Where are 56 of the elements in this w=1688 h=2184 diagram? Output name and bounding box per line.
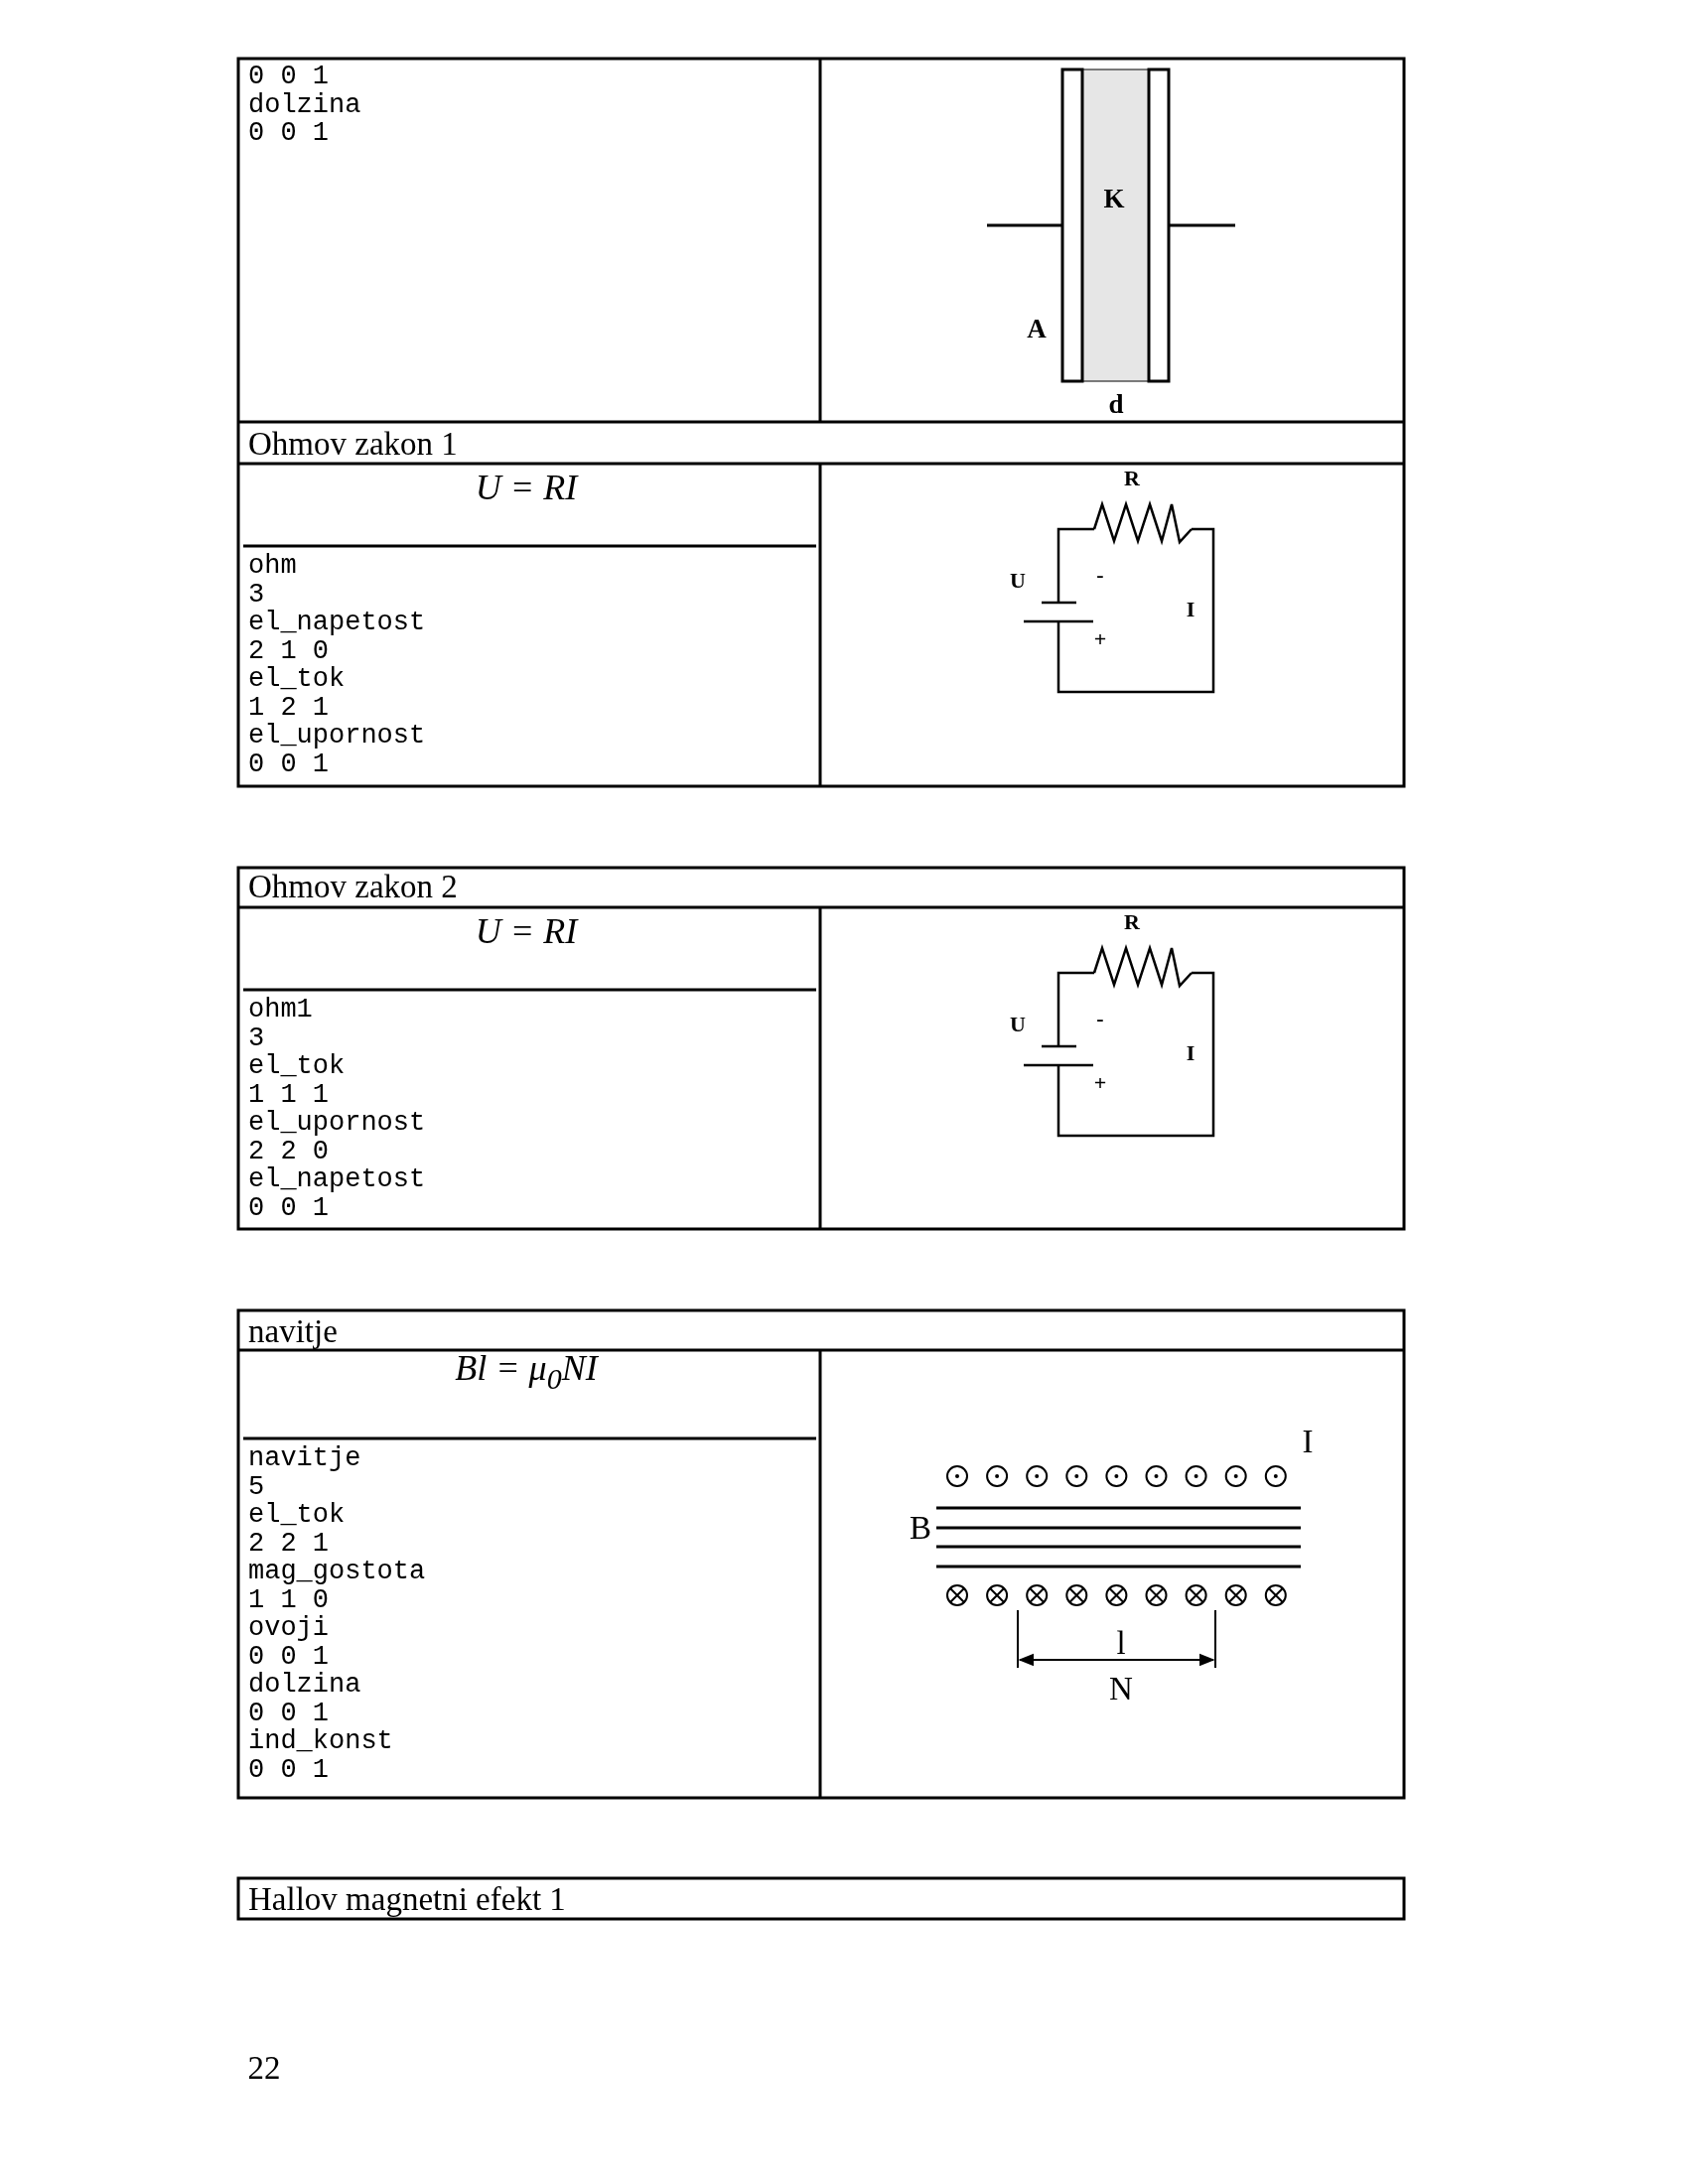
code-line: 3 (248, 581, 265, 609)
code-line: 0 0 1 (248, 64, 329, 90)
code-line: 0 0 1 (248, 1756, 329, 1784)
code-line: el_napetost (248, 1166, 426, 1193)
component-label: U (1010, 1014, 1026, 1035)
formula: U = RI (475, 470, 578, 505)
section-heading: Ohmov zakon 1 (248, 427, 458, 461)
code-line: ohm (248, 553, 297, 580)
component-label: U (1010, 570, 1026, 592)
code-line: 3 (248, 1024, 265, 1052)
code-line: 1 1 0 (248, 1586, 329, 1614)
polarity-sign: + (1093, 1072, 1107, 1094)
code-line: 0 0 1 (248, 120, 329, 147)
code-line: el_tok (248, 1502, 346, 1529)
code-line: 0 0 1 (248, 1194, 329, 1222)
section-heading: navitje (248, 1314, 338, 1348)
component-label: A (1027, 315, 1047, 342)
component-label: d (1108, 390, 1124, 418)
section-heading: Ohmov zakon 2 (248, 870, 458, 903)
code-line: 1 1 1 (248, 1081, 329, 1109)
component-label: I (1186, 1042, 1196, 1064)
component-label: K (1103, 185, 1125, 212)
code-line: ovoji (248, 1615, 329, 1642)
polarity-sign: - (1096, 1008, 1104, 1029)
code-line: dolzina (248, 91, 361, 119)
code-line: el_napetost (248, 610, 426, 636)
code-line: el_upornost (248, 723, 426, 750)
code-line: el_tok (248, 1053, 346, 1080)
component-label: I (1302, 1425, 1314, 1458)
formula: Bl = μ$_{0}$NI (455, 1350, 598, 1394)
code-line: navitje (248, 1445, 361, 1472)
dimension-label: N (1109, 1672, 1133, 1706)
code-line: dolzina (248, 1672, 361, 1699)
section-heading: Hallov magnetni efekt 1 (248, 1882, 566, 1916)
component-label: R (1124, 911, 1140, 933)
code-line: 2 2 0 (248, 1138, 329, 1165)
component-label: B (910, 1511, 931, 1545)
code-line: mag_gostota (248, 1559, 426, 1585)
code-line: el_upornost (248, 1110, 426, 1137)
code-line: 0 0 1 (248, 1643, 329, 1671)
page-number: 22 (247, 2051, 281, 2085)
code-line: 0 0 1 (248, 751, 329, 778)
code-line: ind_konst (248, 1728, 393, 1755)
code-line: 5 (248, 1473, 265, 1501)
component-label: I (1186, 599, 1196, 620)
dimension-label: l (1116, 1626, 1126, 1660)
formula: U = RI (475, 913, 578, 949)
component-label: R (1124, 468, 1140, 489)
code-line: el_tok (248, 666, 346, 693)
code-line: 1 2 1 (248, 694, 329, 722)
code-line: 0 0 1 (248, 1700, 329, 1727)
polarity-sign: - (1096, 564, 1104, 586)
code-line: 2 1 0 (248, 637, 329, 665)
code-line: ohm1 (248, 997, 313, 1024)
code-line: 2 2 1 (248, 1530, 329, 1558)
polarity-sign: + (1093, 628, 1107, 650)
